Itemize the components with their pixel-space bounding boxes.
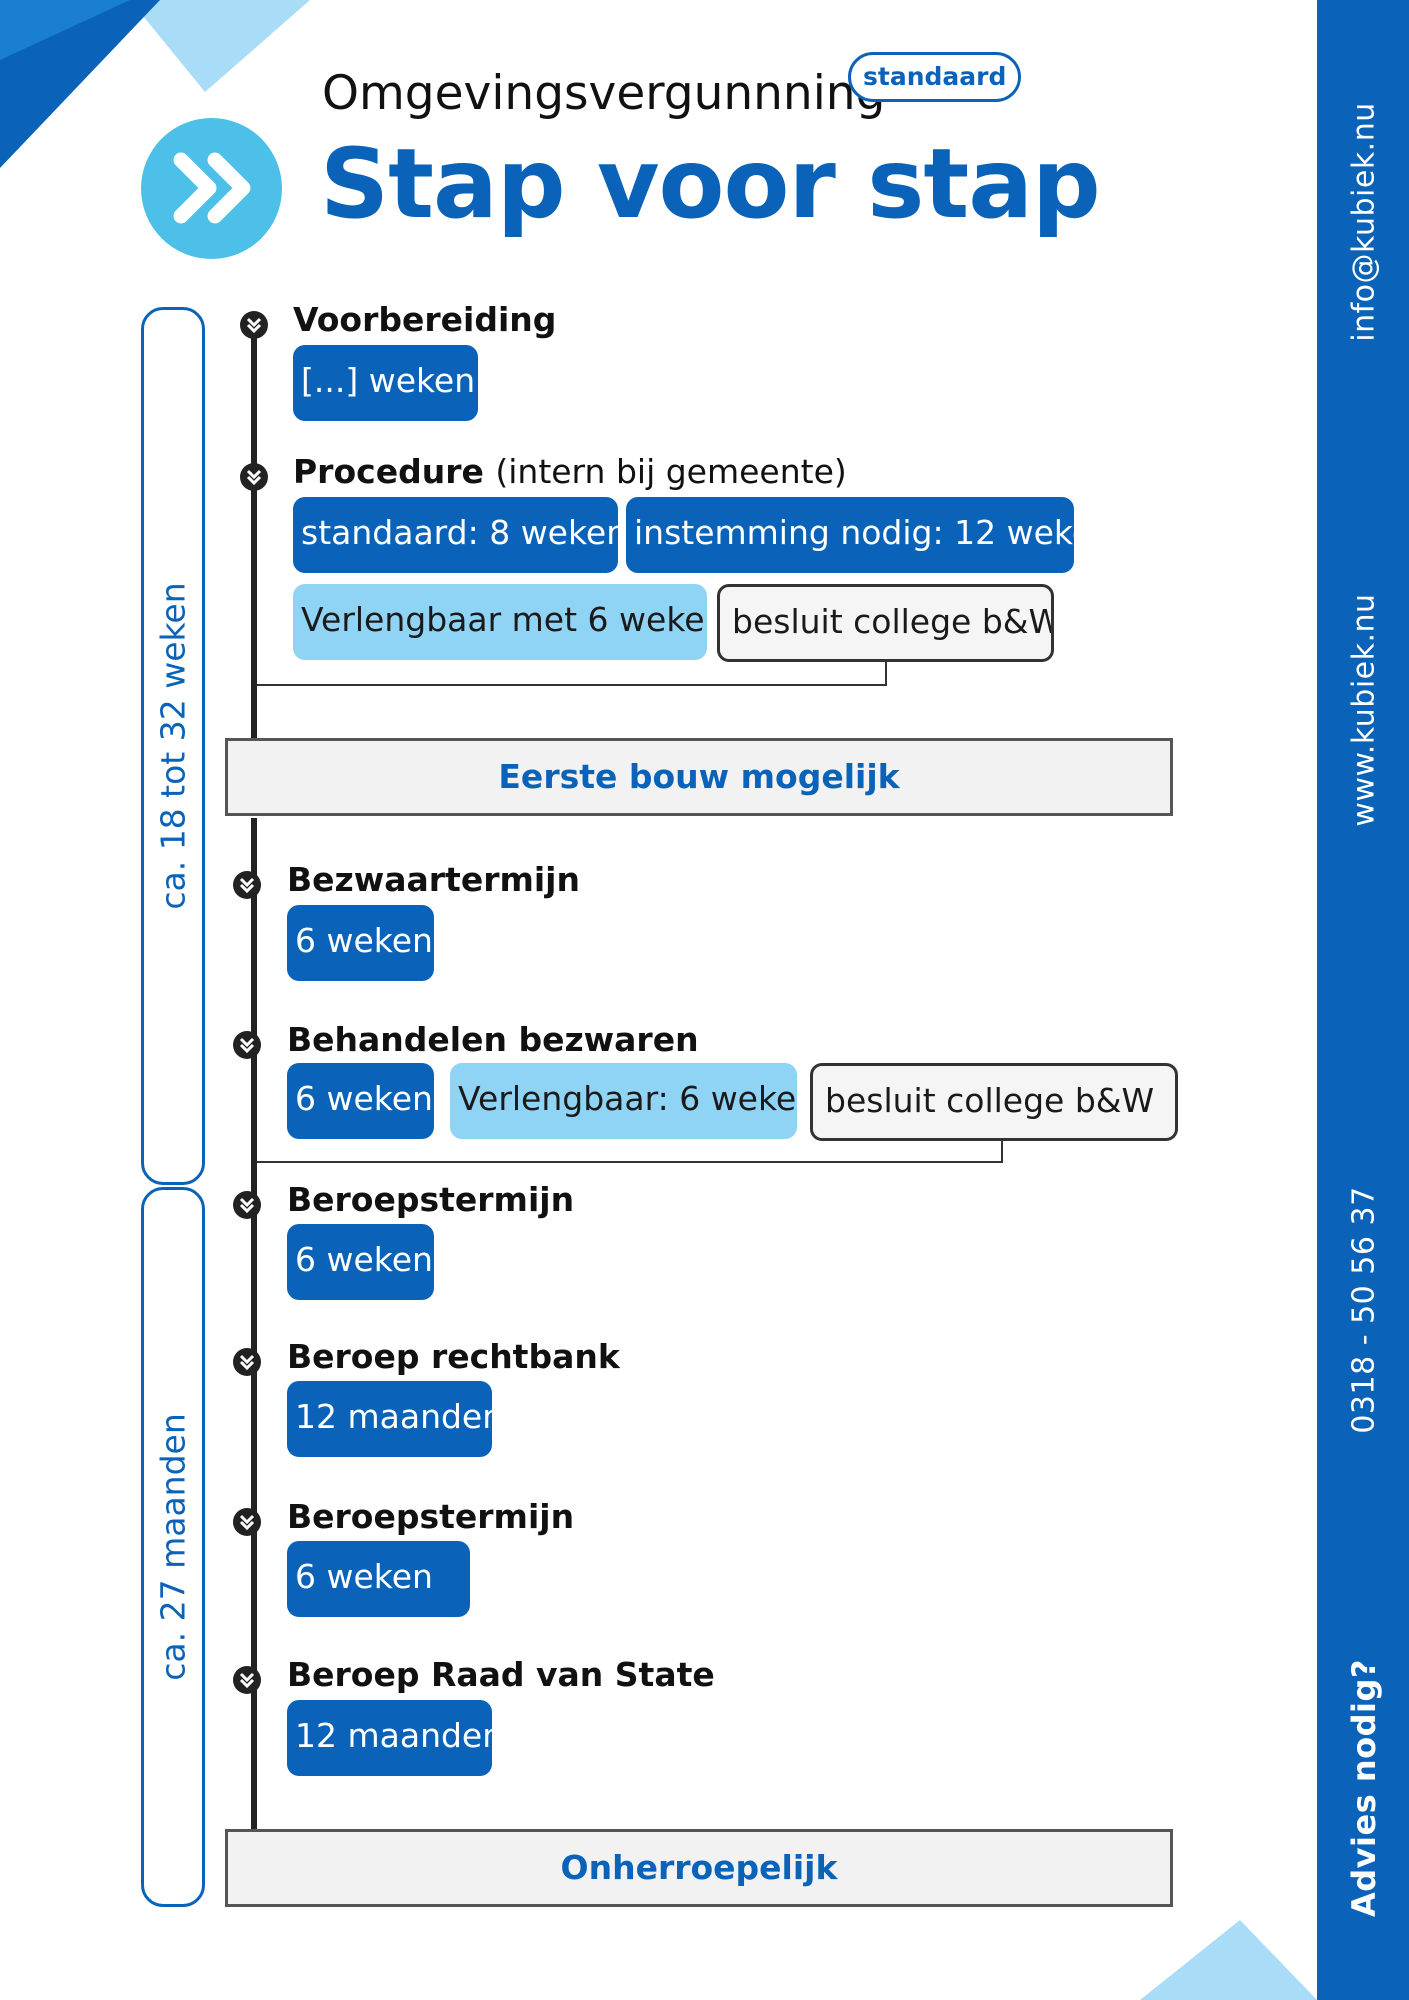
duration-pill-voorbereiding: [...] weken xyxy=(293,345,478,421)
duration-pill-rechtbank: 12 maanden xyxy=(287,1381,492,1457)
duration-bracket-first: ca. 18 tot 32 weken xyxy=(141,307,205,1185)
step-title-beroepstermijn-2: Beroepstermijn xyxy=(287,1497,575,1536)
duration-pill-beroepstermijn-2: 6 weken xyxy=(287,1541,470,1617)
chevron-down-icon xyxy=(233,1348,261,1376)
header-subtitle: Omgevingsvergunnning xyxy=(322,66,886,121)
step-title-bezwaartermijn: Bezwaartermijn xyxy=(287,860,580,899)
decision-pill-procedure: besluit college b&W xyxy=(717,584,1054,662)
contact-sidebar: info@kubiek.nu www.kubiek.nu 0318 - 50 5… xyxy=(1317,0,1409,2000)
step-title-procedure: Procedure (intern bij gemeente) xyxy=(293,452,847,491)
sidebar-email[interactable]: info@kubiek.nu xyxy=(1346,102,1382,342)
timeline-rail-bottom xyxy=(251,818,257,1830)
duration-bracket-second-label: ca. 27 maanden xyxy=(153,1413,193,1681)
step-title-beroepstermijn-1: Beroepstermijn xyxy=(287,1180,575,1219)
chevron-down-icon xyxy=(240,463,268,491)
duration-pill-procedure-consent: instemming nodig: 12 weken xyxy=(626,497,1074,573)
chevron-down-icon xyxy=(233,1191,261,1219)
sidebar-cta: Advies nodig? xyxy=(1345,1659,1383,1917)
chevron-down-icon xyxy=(233,1666,261,1694)
chevron-down-icon xyxy=(233,1031,261,1059)
milestone-first-construction: Eerste bouw mogelijk xyxy=(225,738,1173,816)
step-title-raad-van-state: Beroep Raad van State xyxy=(287,1655,715,1694)
duration-pill-raad-van-state: 12 maanden xyxy=(287,1700,492,1776)
chevron-down-icon xyxy=(240,311,268,339)
corner-decoration xyxy=(0,0,310,168)
duration-pill-procedure-standard: standaard: 8 weken xyxy=(293,497,618,573)
duration-pill-beroepstermijn-1: 6 weken xyxy=(287,1224,434,1300)
step-title-beroep-rechtbank: Beroep rechtbank xyxy=(287,1337,620,1376)
sidebar-website[interactable]: www.kubiek.nu xyxy=(1346,593,1382,827)
duration-pill-bezwaartermijn: 6 weken xyxy=(287,905,434,981)
decision-connector-behandelen xyxy=(257,1141,1003,1163)
step-title-procedure-note: (intern bij gemeente) xyxy=(495,452,847,491)
chevron-down-icon xyxy=(233,1508,261,1536)
corner-decoration-bottom xyxy=(1140,1920,1317,2000)
decision-connector xyxy=(257,662,887,686)
duration-bracket-first-label: ca. 18 tot 32 weken xyxy=(153,582,193,910)
milestone-irrevocable: Onherroepelijk xyxy=(225,1829,1173,1907)
sidebar-phone[interactable]: 0318 - 50 56 37 xyxy=(1346,1186,1382,1434)
step-title-behandelen-bezwaren: Behandelen bezwaren xyxy=(287,1020,699,1059)
duration-bracket-second: ca. 27 maanden xyxy=(141,1187,205,1907)
step-title-voorbereiding: Voorbereiding xyxy=(293,300,557,339)
timeline-rail-top xyxy=(251,320,257,740)
step-title-procedure-label: Procedure xyxy=(293,452,484,491)
page-title: Stap voor stap xyxy=(320,128,1101,240)
standard-badge: standaard xyxy=(848,52,1022,102)
extension-pill-procedure: Verlengbaar met 6 weken xyxy=(293,584,707,660)
chevron-down-icon xyxy=(233,871,261,899)
duration-pill-behandelen: 6 weken xyxy=(287,1063,434,1139)
extension-pill-behandelen: Verlengbaar: 6 weken xyxy=(450,1063,797,1139)
decision-pill-behandelen: besluit college b&W xyxy=(810,1063,1178,1141)
double-chevron-right-icon xyxy=(141,118,282,259)
